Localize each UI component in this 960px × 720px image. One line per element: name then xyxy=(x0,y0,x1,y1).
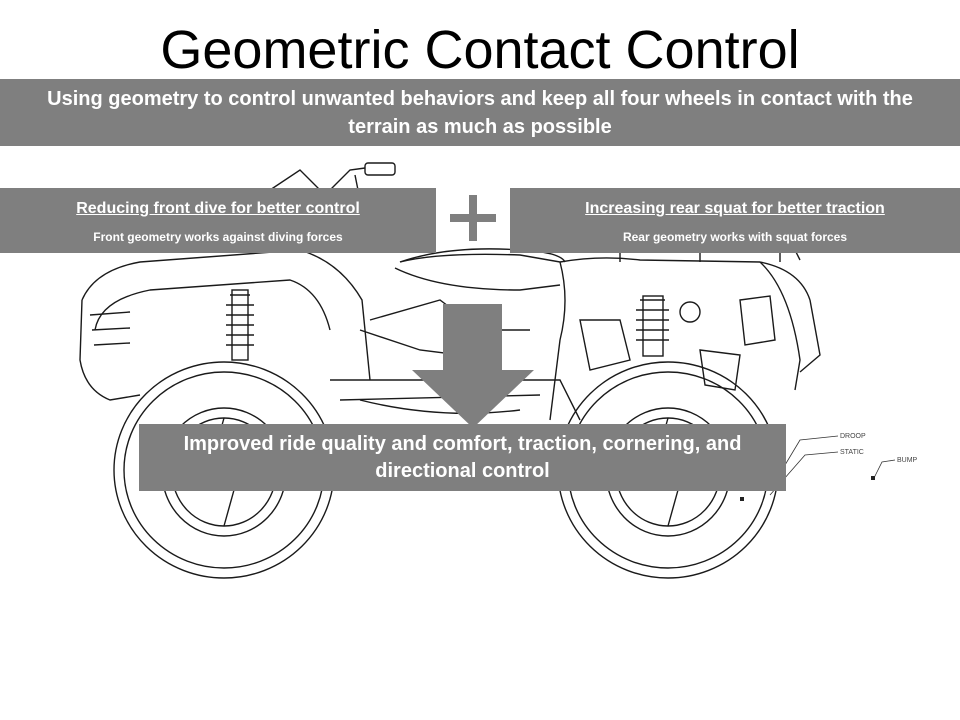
droop-label: DROOP xyxy=(840,433,866,440)
down-arrow-icon xyxy=(412,304,534,428)
suspension-leader-lines xyxy=(769,435,896,496)
rear-squat-heading: Increasing rear squat for better tractio… xyxy=(585,200,885,217)
summary-banner: Using geometry to control unwanted behav… xyxy=(0,79,960,146)
droop-marker xyxy=(740,497,744,501)
front-dive-subtext: Front geometry works against diving forc… xyxy=(93,230,343,244)
rear-squat-box: Increasing rear squat for better tractio… xyxy=(510,188,960,253)
front-dive-heading: Reducing front dive for better control xyxy=(76,200,360,217)
rear-squat-subtext: Rear geometry works with squat forces xyxy=(622,230,848,244)
bump-label: BUMP xyxy=(897,457,918,464)
page-title: Geometric Contact Control xyxy=(160,20,800,80)
static-label: STATIC xyxy=(840,449,864,456)
summary-banner-text: Using geometry to control unwanted behav… xyxy=(47,87,913,138)
front-dive-box: Reducing front dive for better control F… xyxy=(0,188,436,253)
result-text: Improved ride quality and comfort, tract… xyxy=(183,432,742,482)
result-box: Improved ride quality and comfort, tract… xyxy=(139,424,786,491)
plus-icon xyxy=(450,195,496,241)
bump-marker xyxy=(871,476,875,480)
